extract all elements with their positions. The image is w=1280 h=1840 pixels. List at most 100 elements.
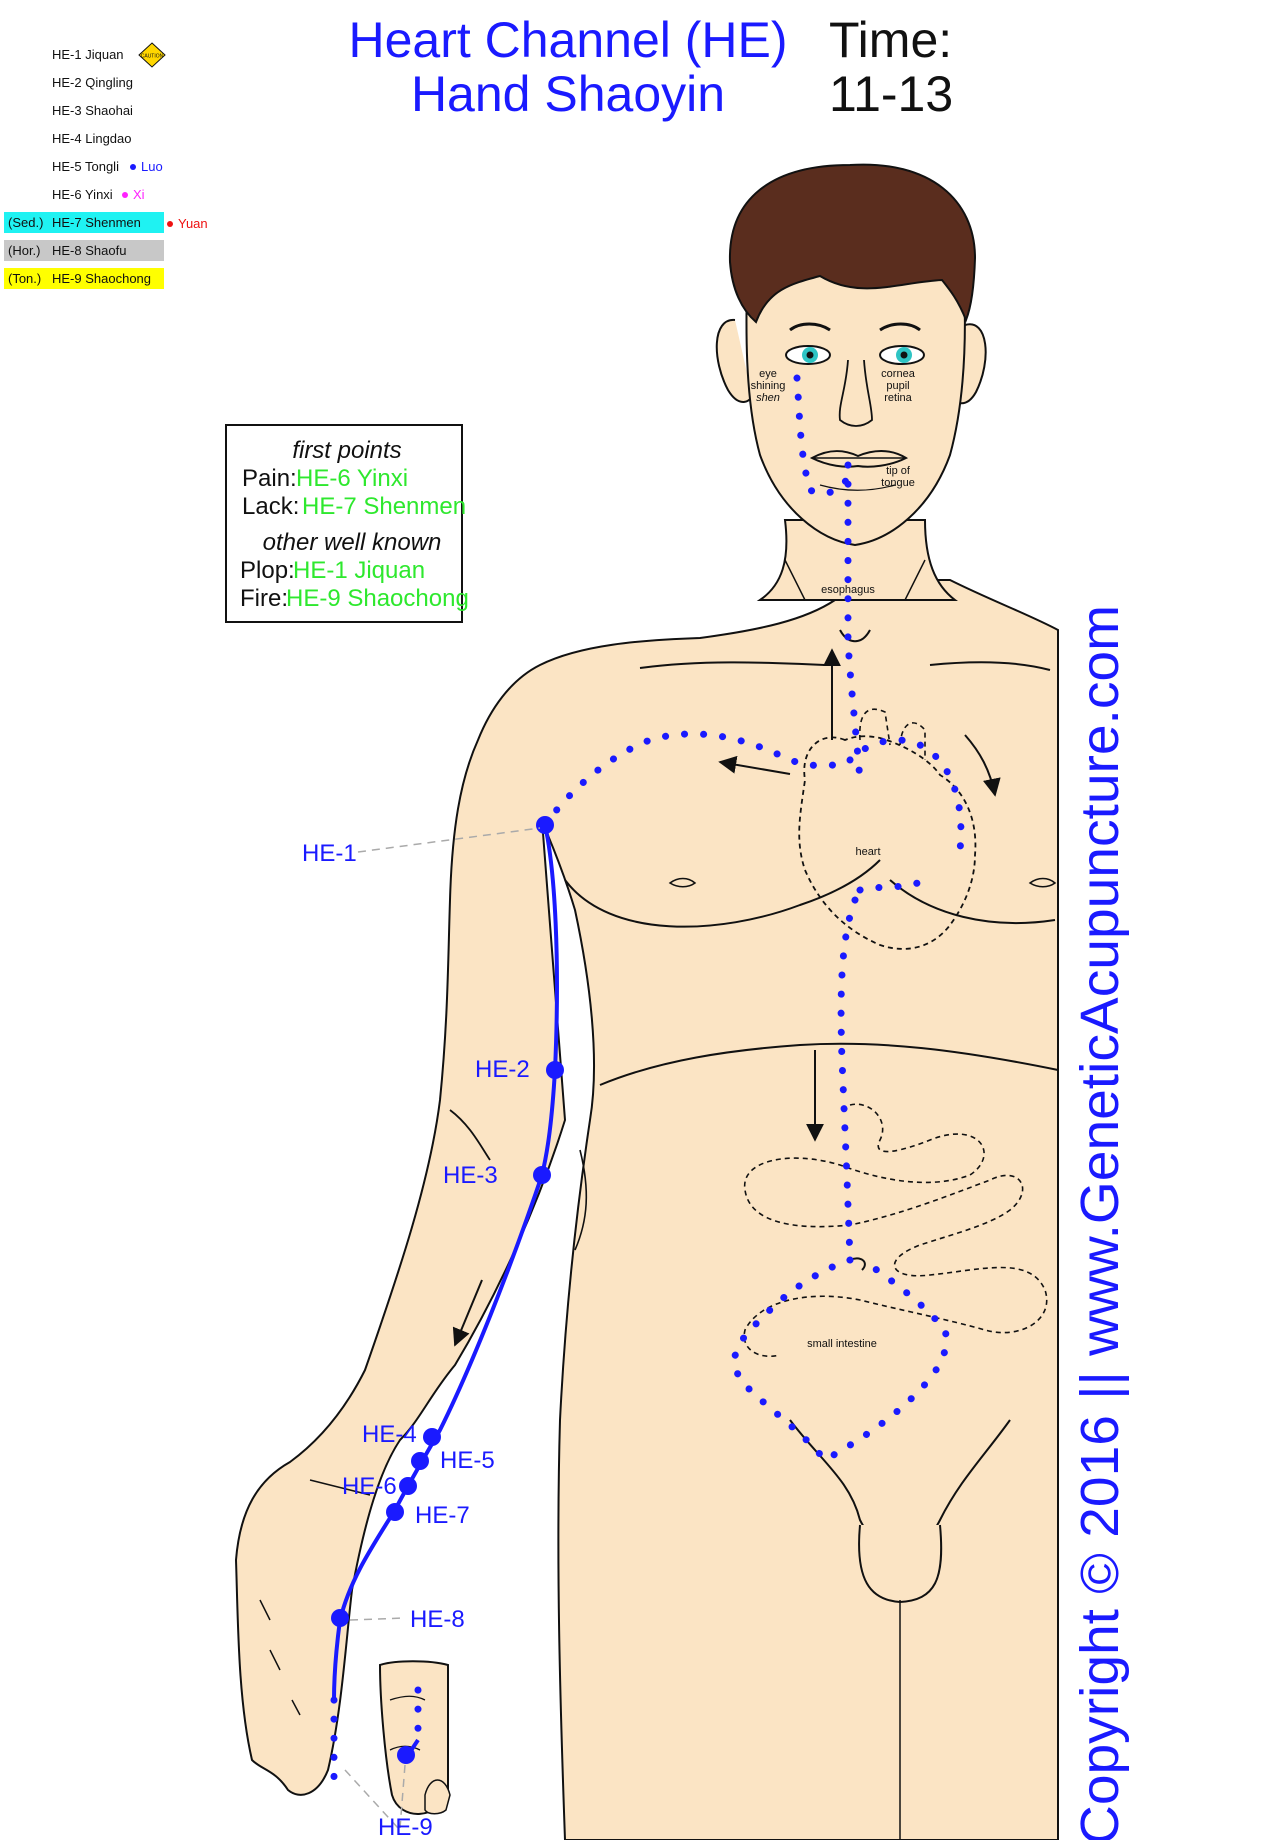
forearm-line [574, 1149, 588, 1251]
right-clavicle [929, 661, 1051, 671]
hor-highlight [4, 240, 164, 261]
label-cornea: cornea [881, 368, 916, 380]
sed-prefix: (Sed.) [8, 215, 43, 230]
info-fire-label: Fire: [240, 585, 288, 612]
acupoint-he4 [423, 1428, 441, 1446]
intestine-outline [743, 1103, 1048, 1357]
neck-muscle-left [784, 559, 806, 601]
label-eye: eye [759, 368, 777, 380]
info-pain-value: HE-6 Yinxi [296, 465, 408, 492]
label-shen: shen [756, 392, 780, 404]
body-labels: eye shining shen cornea pupil retina tip… [751, 368, 916, 1350]
right-pectoral [889, 879, 1056, 925]
point-list: HE-1 Jiquan CAUTION HE-2 Qingling HE-3 S… [4, 42, 208, 289]
info-lack-label: Lack: [242, 493, 299, 520]
nose [838, 359, 873, 427]
arrow-arm-down-icon [452, 1279, 483, 1347]
label-he5: HE-5 [440, 1447, 495, 1474]
sed-highlight [4, 212, 164, 233]
label-he2: HE-2 [475, 1056, 530, 1083]
label-tip-of: tip of [886, 465, 911, 477]
leader-he8 [349, 1617, 406, 1621]
left-clavicle [639, 661, 826, 669]
hair [728, 163, 977, 324]
aorta-outline [859, 708, 926, 760]
xi-tag: Xi [133, 187, 145, 202]
channel-esophagus [844, 461, 864, 784]
leader-he1 [357, 827, 541, 853]
neck-muscle-right [904, 559, 926, 601]
point-list-item: HE-2 Qingling [52, 75, 133, 90]
internal-channel-path [330, 374, 965, 1794]
genital [858, 1524, 943, 1604]
fingernail [424, 1779, 451, 1815]
time-value: 11-13 [829, 66, 953, 122]
point-list-item: HE-7 Shenmen [52, 215, 141, 230]
info-pain-label: Pain: [242, 465, 297, 492]
elbow-crease [449, 1109, 491, 1161]
hor-prefix: (Hor.) [8, 243, 41, 258]
leader-lines [344, 827, 541, 1829]
title-line1: Heart Channel (HE) [348, 12, 787, 68]
yuan-dot-icon [167, 221, 173, 227]
title-block: Heart Channel (HE) Hand Shaoyin Time: 11… [348, 12, 953, 122]
channel-to-armpit [541, 730, 854, 829]
arrow-left-icon [718, 755, 791, 775]
luo-tag: Luo [141, 159, 163, 174]
info-heading-first-points: first points [292, 437, 401, 464]
right-nipple [1028, 877, 1057, 888]
yuan-tag: Yuan [178, 216, 208, 231]
label-he3: HE-3 [443, 1162, 498, 1189]
leader-he9-b [399, 1764, 406, 1829]
info-box-frame [225, 424, 463, 623]
label-tongue: tongue [881, 477, 915, 489]
acupoints [331, 816, 564, 1764]
channel-heart-base [856, 876, 929, 894]
left-ear [715, 318, 753, 403]
neck [756, 519, 958, 601]
label-esophagus: esophagus [821, 584, 875, 596]
channel-descending [837, 896, 859, 1264]
acupoint-he9 [397, 1746, 415, 1764]
left-eyebrow [789, 322, 831, 332]
point-list-item: HE-8 Shaofu [52, 243, 126, 258]
channel-heart-loop [846, 736, 965, 854]
label-retina: retina [884, 392, 912, 404]
info-heading-other: other well known [263, 529, 442, 556]
point-list-item: HE-4 Lingdao [52, 131, 132, 146]
heart-outline [798, 735, 977, 950]
xi-dot-icon [122, 192, 128, 198]
point-list-item: HE-5 Tongli [52, 159, 119, 174]
label-he6: HE-6 [342, 1473, 397, 1500]
left-nipple [668, 877, 697, 888]
info-lack-value: HE-7 Shenmen [302, 493, 466, 520]
label-small-intestine: small intestine [807, 1338, 877, 1350]
info-box: first points Pain: HE-6 Yinxi Lack: HE-7… [225, 424, 469, 623]
caution-badge-text: CAUTION [141, 54, 164, 60]
acupoint-he3 [533, 1166, 551, 1184]
ton-highlight [4, 268, 164, 289]
channel-small-intestine-loop [731, 1256, 950, 1465]
copyright-vertical: Copyright © 2016 || www.GeneticAcupunctu… [1070, 605, 1130, 1840]
acupoint-he1 [536, 816, 554, 834]
flow-arrows [452, 648, 1001, 1347]
point-list-item: HE-9 Shaochong [52, 271, 151, 286]
acupoint-he6 [399, 1477, 417, 1495]
caution-icon: CAUTION [138, 42, 166, 68]
left-pectoral [564, 859, 881, 928]
label-shining: shining [751, 380, 786, 392]
arrow-curve-icon [964, 734, 1001, 797]
label-he4: HE-4 [362, 1421, 417, 1448]
ton-prefix: (Ton.) [8, 271, 41, 286]
info-fire-value: HE-9 Shaochong [286, 585, 469, 612]
info-plop-label: Plop: [240, 557, 295, 584]
acupoint-he2 [546, 1061, 564, 1079]
label-heart: heart [855, 846, 880, 858]
arm-channel-line [332, 824, 559, 1701]
point-list-item: HE-6 Yinxi [52, 187, 113, 202]
time-label: Time: [829, 12, 952, 68]
acupoint-he8 [331, 1609, 349, 1627]
label-he8: HE-8 [410, 1606, 465, 1633]
acupoint-he5 [411, 1452, 429, 1470]
